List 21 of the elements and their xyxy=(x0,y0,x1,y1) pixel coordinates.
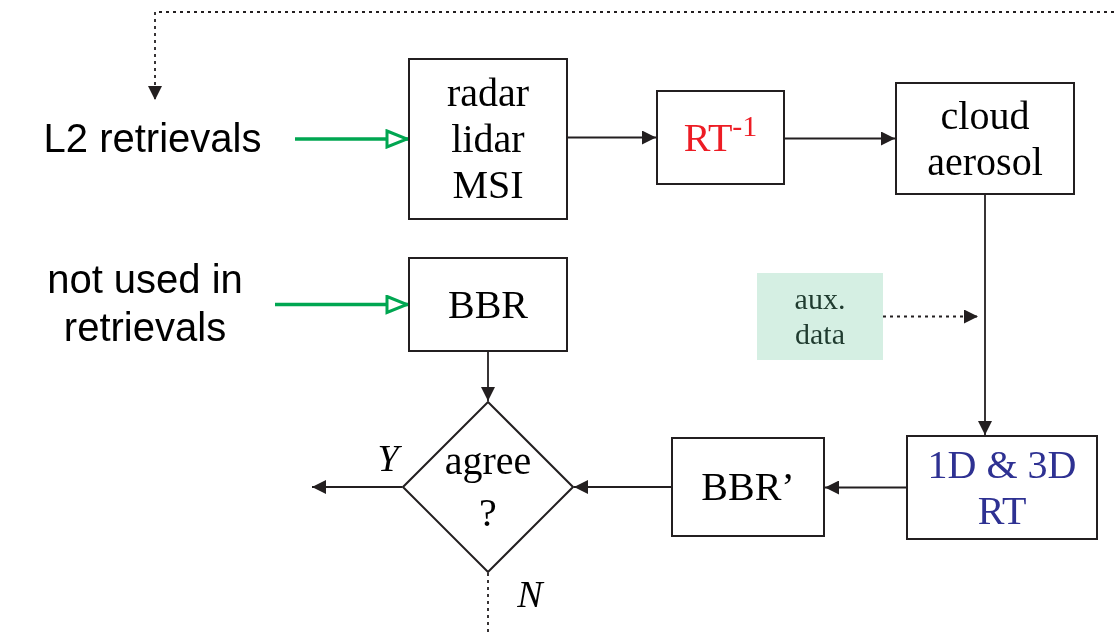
arrow xyxy=(824,480,907,495)
arrow xyxy=(481,351,495,402)
decision-diamond: agree ? xyxy=(402,401,574,573)
process-box: 1D & 3D RT xyxy=(906,435,1098,540)
input-label: L2 retrievals xyxy=(10,100,295,175)
arrow xyxy=(311,480,403,494)
data-box: aux. data xyxy=(757,273,883,360)
arrow xyxy=(567,130,657,145)
process-box: cloud aerosol xyxy=(895,82,1075,195)
arrow xyxy=(148,11,1115,101)
arrow xyxy=(573,480,672,494)
arrow xyxy=(978,194,992,436)
process-box: BBR xyxy=(408,257,568,352)
arrow xyxy=(295,129,409,149)
arrow xyxy=(882,309,979,324)
arrow xyxy=(784,131,896,146)
arrow xyxy=(275,295,409,314)
process-box: radar lidar MSI xyxy=(408,58,568,220)
input-label: not used in retrievals xyxy=(15,250,275,355)
process-box: RT$^{-1}$ xyxy=(656,90,785,185)
process-box: BBR’ xyxy=(671,437,825,537)
